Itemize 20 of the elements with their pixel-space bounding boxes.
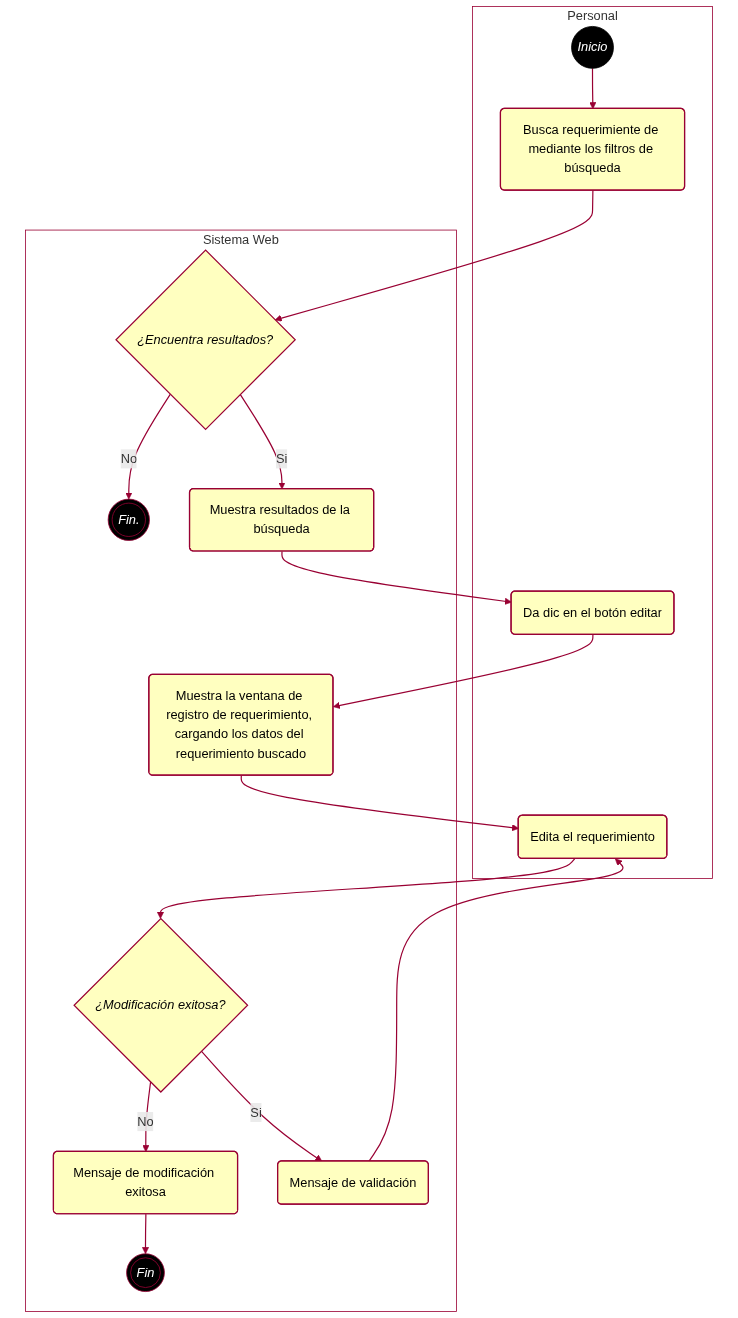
node-diamond: ¿Modificación exitosa? — [73, 917, 249, 1093]
arrow — [141, 1213, 149, 1255]
node-circle: Fin. — [107, 498, 150, 541]
arrow — [156, 858, 576, 919]
arrow — [589, 67, 597, 110]
node-diamond: ¿Encuentra resultados? — [115, 249, 297, 431]
node-circle: Fin — [126, 1253, 165, 1292]
arrow — [274, 189, 594, 322]
edge-label: No — [137, 1114, 154, 1129]
node-circle: Inicio — [571, 26, 614, 69]
edge-label: Si — [250, 1105, 262, 1119]
edge-label: No — [120, 451, 137, 466]
arrow — [200, 1050, 323, 1162]
edge-label: Si — [275, 451, 288, 466]
arrow — [281, 550, 512, 605]
arrow — [368, 858, 624, 1162]
arrow — [240, 775, 519, 832]
arrow — [333, 634, 594, 709]
arrow — [239, 393, 286, 490]
arrow — [125, 393, 171, 500]
